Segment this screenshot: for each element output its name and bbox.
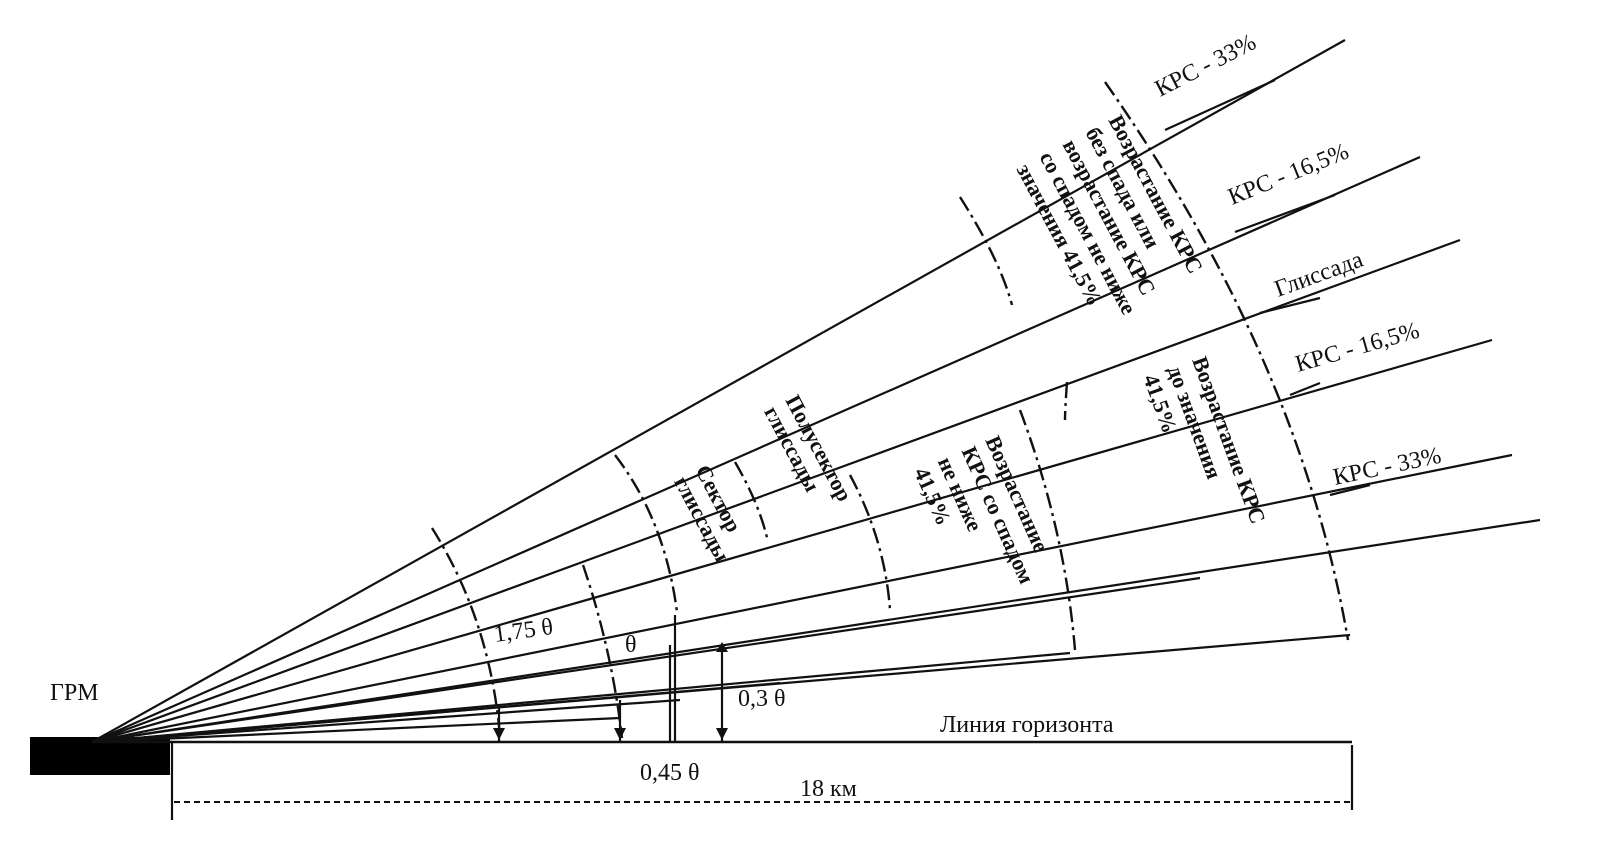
arrowhead-theta (614, 728, 626, 740)
grm-antenna-block (30, 737, 170, 775)
ray-krs-16-upper (91, 155, 1421, 744)
ray-lowest (91, 518, 1541, 744)
inner-arc-upper-boundary (1063, 381, 1069, 421)
ray-krs-33-upper (91, 39, 1346, 743)
zone-lower-growth: Возрастание КРС до значения 41,5% (1138, 353, 1270, 527)
arrowhead-175 (493, 728, 505, 740)
ray-krs-33-lower (91, 453, 1513, 744)
ray-mid-4 (91, 681, 781, 744)
arc-sector (614, 454, 679, 613)
outer-arc (1104, 81, 1350, 641)
angle-label-175: 1,75 θ (492, 614, 555, 648)
grm-label: ГРМ (50, 680, 99, 706)
arc-mid-growth (848, 474, 892, 611)
arc-half-sector (733, 461, 770, 543)
leader-krs-16-upper (1234, 193, 1336, 234)
arc-175-theta (430, 527, 502, 737)
leader-krs-33-lower (1329, 483, 1371, 497)
ray-mid-6 (91, 716, 621, 744)
ray-mid-5 (91, 698, 681, 744)
arrowhead-03-bottom (716, 728, 728, 740)
zone-upper-growth: Возрастание КРС без спада или возрастани… (1012, 111, 1208, 319)
horizon-label: Линия горизонта (940, 712, 1114, 738)
leader-krs-33-upper (1164, 78, 1276, 132)
arrowhead-03 (716, 642, 728, 652)
leader-krs-16-lower (1289, 381, 1321, 397)
ray-mid-2 (91, 576, 1201, 744)
leader-lines (1164, 78, 1371, 497)
rays (91, 39, 1541, 744)
ray-label-glideslope: Глиссада (1271, 247, 1367, 303)
ray-label-krs-16-lower: КРС - 16,5% (1292, 318, 1422, 378)
ray-label-krs-16-upper: КРС - 16,5% (1225, 139, 1353, 211)
zone-half-sector: Полусектор глиссады (759, 391, 857, 506)
distance-label: 18 км (800, 776, 857, 802)
leader-glideslope (1259, 296, 1321, 315)
angle-label-03: 0,3 θ (738, 686, 786, 712)
ray-krs-16-lower (91, 338, 1493, 744)
angle-label-theta: θ (625, 632, 637, 658)
ray-glideslope (91, 238, 1461, 744)
zone-sector: Сектор глиссады (669, 461, 746, 566)
angle-ticks (493, 615, 728, 742)
arc-upper-growth (958, 196, 1014, 306)
angle-label-045: 0,45 θ (640, 760, 700, 786)
zone-mid-growth: Возрастание КРС со спадом не ниже 41,5% (909, 432, 1054, 587)
ray-label-krs-33-upper: КРС - 33% (1151, 29, 1261, 102)
ray-label-krs-33-lower: КРС - 33% (1331, 443, 1444, 491)
arc-lower-growth (1018, 409, 1077, 651)
